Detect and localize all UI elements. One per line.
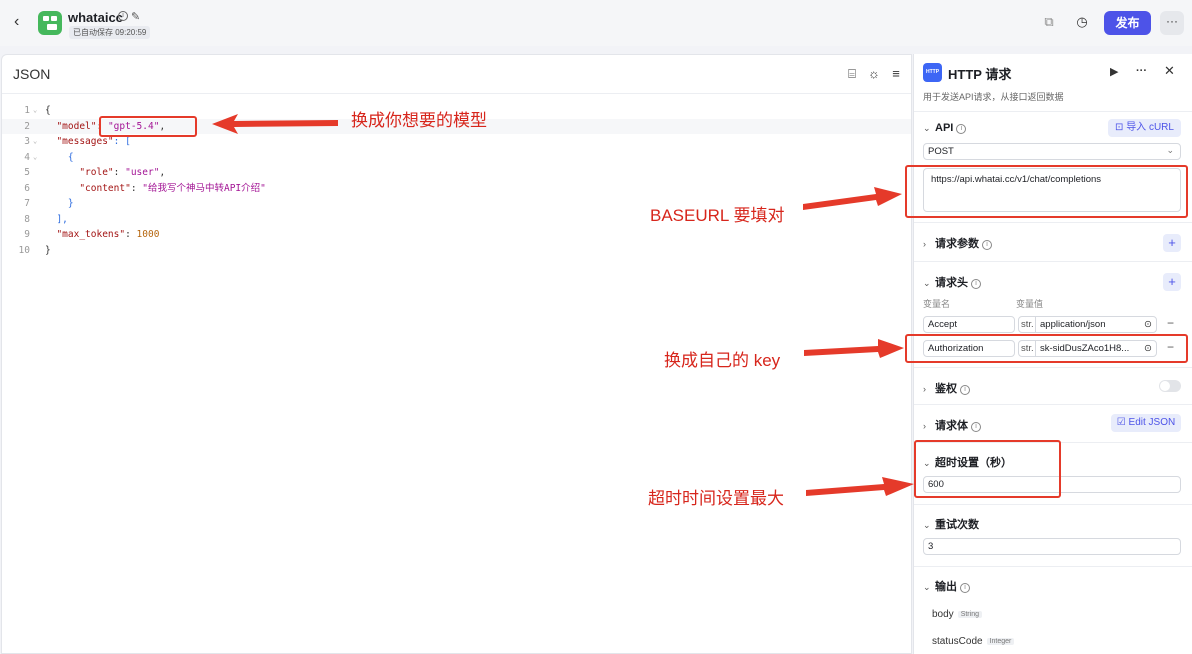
play-icon[interactable]: ▶ bbox=[1110, 66, 1119, 78]
import-icon: ⊡ bbox=[1115, 122, 1127, 133]
chevron-right-icon: › bbox=[923, 421, 926, 431]
header-value-column: 变量值 bbox=[1016, 299, 1044, 309]
chevron-down-icon: ⌄ bbox=[923, 278, 931, 288]
divider bbox=[914, 222, 1192, 223]
publish-button[interactable]: 发布 bbox=[1104, 11, 1151, 35]
top-bar: ‹ whataicc i ✎ 已自动保存 09:20:59 ⧉ ◷ 发布 ··· bbox=[0, 0, 1192, 46]
variable-icon[interactable]: ⊙ bbox=[1144, 343, 1152, 354]
format-icon[interactable]: ≡ bbox=[892, 66, 900, 81]
arrow-icon bbox=[806, 477, 914, 496]
header-name-column: 变量名 bbox=[923, 299, 951, 309]
section-timeout[interactable]: ⌄超时设置（秒） bbox=[923, 457, 1012, 469]
section-retry[interactable]: ⌄重试次数 bbox=[923, 519, 979, 531]
add-header-button[interactable]: + bbox=[1163, 273, 1181, 291]
chevron-down-icon: ⌄ bbox=[923, 123, 931, 133]
http-icon: HTTP bbox=[923, 63, 942, 82]
info-icon[interactable]: i bbox=[118, 11, 128, 21]
header-value-input[interactable]: str.application/json⊙ bbox=[1018, 316, 1157, 333]
add-param-button[interactable]: + bbox=[1163, 234, 1181, 252]
url-highlight-box bbox=[905, 165, 1188, 218]
divider bbox=[914, 442, 1192, 443]
auth-toggle[interactable] bbox=[1159, 380, 1181, 392]
copy-icon[interactable]: ⧉ bbox=[1044, 14, 1054, 29]
app-logo bbox=[38, 11, 62, 35]
annotation-key: 换成自己的 key bbox=[664, 351, 781, 370]
divider bbox=[914, 111, 1192, 112]
chevron-down-icon: ⌄ bbox=[1166, 145, 1174, 155]
edit-icon[interactable]: ✎ bbox=[131, 11, 141, 23]
code-line: 10 } bbox=[18, 244, 51, 256]
code-line: 9 "max_tokens": 1000 bbox=[24, 229, 160, 240]
chevron-down-icon: ⌄ bbox=[923, 582, 931, 592]
divider bbox=[914, 261, 1192, 262]
code-line: 6 "content": "给我写个神马中转API介绍" bbox=[24, 182, 266, 194]
help-icon[interactable]: i bbox=[971, 279, 981, 289]
app-name: whataicc bbox=[68, 10, 123, 25]
arrow-icon bbox=[804, 339, 904, 358]
close-icon[interactable]: ✕ bbox=[1164, 63, 1175, 78]
header-name-input[interactable]: Authorization bbox=[923, 340, 1015, 357]
divider bbox=[2, 93, 911, 94]
remove-header-icon[interactable]: − bbox=[1167, 340, 1175, 354]
code-line: 8 ], bbox=[24, 213, 68, 225]
code-line: 5 "role": "user", bbox=[24, 167, 166, 178]
help-icon[interactable]: i bbox=[960, 385, 970, 395]
history-icon[interactable]: ◷ bbox=[1076, 14, 1088, 29]
key-highlight-box bbox=[905, 334, 1188, 363]
edit-icon: ☑ bbox=[1116, 417, 1129, 428]
json-panel: JSON ⌸ ☼ ≡ 1⌄ { 2 "model": "gpt-5.4", 3⌄… bbox=[1, 54, 912, 654]
arrow-icon bbox=[803, 187, 902, 210]
chevron-down-icon: ⌄ bbox=[923, 458, 931, 468]
arrow-icon bbox=[212, 114, 338, 134]
http-request-panel: HTTP HTTP 请求 ▶ ··· ✕ 用于发送API请求，从接口返回数据 ⌄… bbox=[913, 54, 1192, 654]
retry-input[interactable]: 3 bbox=[923, 538, 1181, 555]
tools-icon[interactable]: ⌸ bbox=[848, 66, 856, 81]
theme-icon[interactable]: ☼ bbox=[868, 66, 880, 81]
chevron-down-icon: ⌄ bbox=[923, 520, 931, 530]
edit-json-button[interactable]: ☑ Edit JSON bbox=[1111, 414, 1181, 432]
help-icon[interactable]: i bbox=[960, 583, 970, 593]
code-line: 4⌄ { bbox=[24, 151, 74, 163]
divider bbox=[914, 566, 1192, 567]
chevron-right-icon: › bbox=[923, 384, 926, 394]
url-input[interactable]: https://api.whatai.cc/v1/chat/completion… bbox=[923, 168, 1181, 212]
annotation-baseurl: BASEURL 要填对 bbox=[650, 206, 785, 225]
more-button[interactable]: ··· bbox=[1160, 11, 1184, 35]
model-highlight-box bbox=[99, 116, 197, 137]
chevron-left-icon[interactable]: ‹ bbox=[14, 13, 20, 30]
more-icon[interactable]: ··· bbox=[1136, 65, 1147, 77]
header-value-input[interactable]: str.sk-sidDusZAco1H8...⊙ bbox=[1018, 340, 1157, 357]
help-icon[interactable]: i bbox=[956, 124, 967, 134]
method-select[interactable]: POST⌄ bbox=[923, 143, 1181, 160]
divider bbox=[914, 404, 1192, 405]
annotation-timeout: 超时时间设置最大 bbox=[648, 489, 784, 508]
annotation-model: 换成你想要的模型 bbox=[351, 111, 487, 130]
code-line: 1⌄ { bbox=[24, 105, 51, 116]
help-icon[interactable]: i bbox=[982, 240, 992, 250]
variable-icon[interactable]: ⊙ bbox=[1144, 319, 1152, 330]
header-name-input[interactable]: Accept bbox=[923, 316, 1015, 333]
divider bbox=[914, 367, 1192, 368]
json-panel-title: JSON bbox=[13, 66, 51, 82]
timeout-input[interactable]: 600 bbox=[923, 476, 1181, 493]
chevron-right-icon: › bbox=[923, 239, 926, 249]
http-panel-title: HTTP 请求 bbox=[948, 67, 1012, 82]
http-panel-description: 用于发送API请求，从接口返回数据 bbox=[923, 92, 1064, 102]
import-curl-button[interactable]: ⊡ 导入 cURL bbox=[1108, 119, 1181, 137]
code-line: 7 } bbox=[24, 198, 74, 209]
remove-header-icon[interactable]: − bbox=[1167, 316, 1175, 330]
autosave-badge: 已自动保存 09:20:59 bbox=[69, 26, 151, 39]
help-icon[interactable]: i bbox=[971, 422, 981, 432]
code-line: 3⌄ "messages": [ bbox=[24, 136, 131, 147]
divider bbox=[914, 504, 1192, 505]
timeout-highlight-box bbox=[914, 440, 1061, 498]
